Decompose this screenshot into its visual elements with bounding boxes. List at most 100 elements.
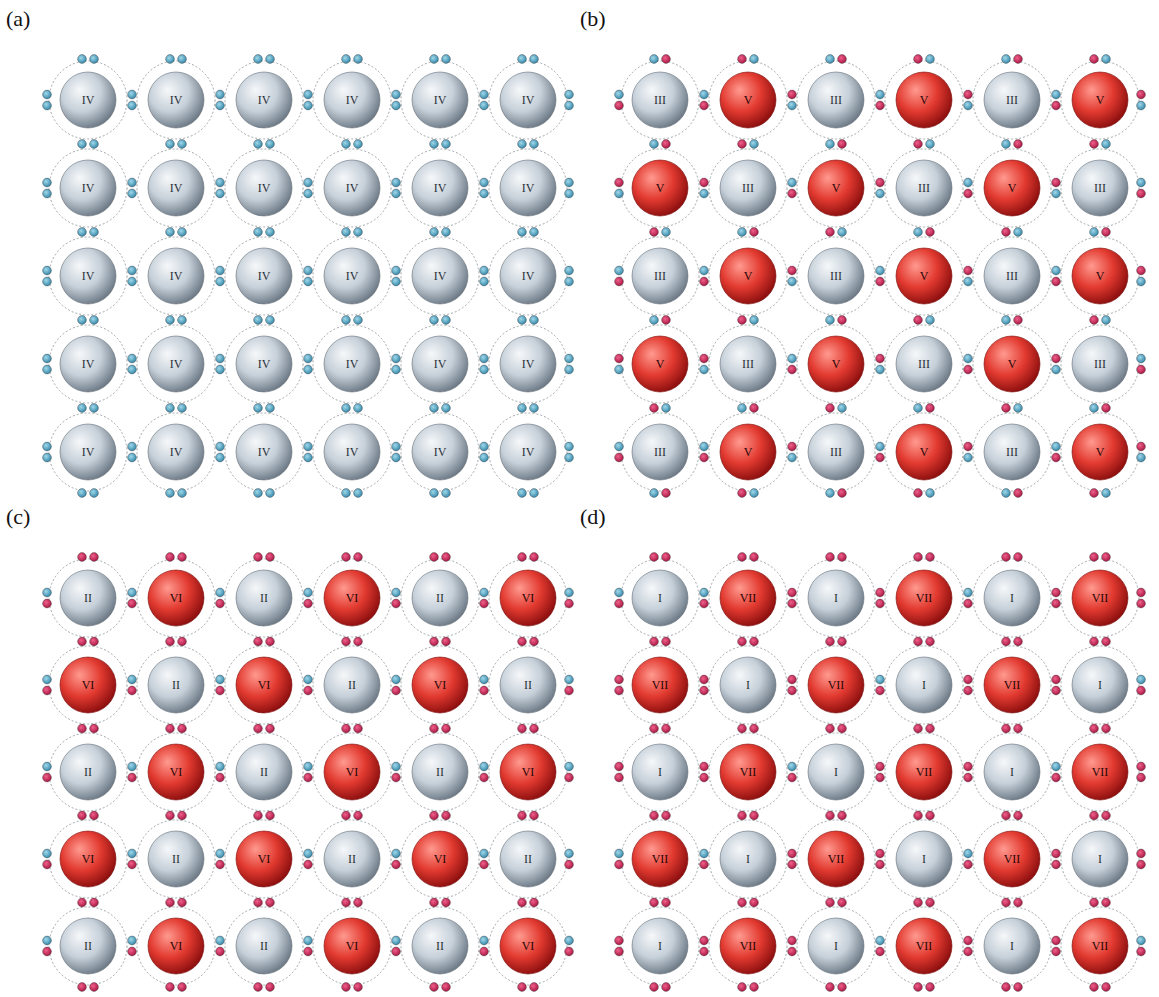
atom-circle: III bbox=[631, 71, 689, 129]
electron-dot bbox=[1052, 686, 1061, 695]
electron-dot bbox=[342, 316, 351, 325]
electron-dot bbox=[662, 637, 671, 646]
electron-dot bbox=[565, 599, 574, 608]
orbit-ring bbox=[313, 61, 391, 139]
group-numeral: IV bbox=[346, 358, 359, 370]
group-numeral: II bbox=[172, 679, 180, 691]
electron-dot bbox=[90, 140, 99, 149]
atom-circle: II bbox=[411, 569, 469, 627]
group-numeral: II bbox=[260, 940, 268, 952]
atom-ball bbox=[896, 72, 952, 128]
group-numeral: II bbox=[436, 940, 444, 952]
electron-dot bbox=[354, 55, 363, 64]
electron-dot bbox=[518, 55, 527, 64]
electron-dot bbox=[662, 724, 671, 733]
atom-circle: IV bbox=[323, 335, 381, 393]
atom-ball bbox=[148, 570, 204, 626]
electron-dot bbox=[90, 55, 99, 64]
group-numeral: VII bbox=[652, 853, 669, 865]
electron-dot bbox=[480, 266, 489, 275]
atom-circle: IV bbox=[323, 423, 381, 481]
electron-dot bbox=[926, 489, 935, 498]
electron-dot bbox=[565, 686, 574, 695]
group-numeral: III bbox=[830, 94, 842, 106]
electron-dot bbox=[662, 553, 671, 562]
electron-dot bbox=[914, 489, 923, 498]
orbit-ring bbox=[137, 325, 215, 403]
atom-ball bbox=[60, 831, 116, 887]
electron-dot bbox=[304, 365, 313, 374]
electron-dot bbox=[90, 637, 99, 646]
orbit-ring bbox=[621, 907, 699, 985]
atom-circle: IV bbox=[499, 159, 557, 217]
orbit-ring bbox=[621, 61, 699, 139]
orbit-ring bbox=[489, 237, 567, 315]
electron-dot bbox=[565, 453, 574, 462]
atom-ball bbox=[60, 918, 116, 974]
electron-dot bbox=[254, 811, 263, 820]
electron-dot bbox=[518, 489, 527, 498]
electron-dot bbox=[354, 404, 363, 413]
electron-dot bbox=[1002, 724, 1011, 733]
electron-dot bbox=[128, 266, 137, 275]
electron-dot bbox=[342, 228, 351, 237]
group-numeral: II bbox=[260, 766, 268, 778]
orbit-ring bbox=[137, 907, 215, 985]
electron-dot bbox=[1137, 588, 1146, 597]
electron-dot bbox=[392, 277, 401, 286]
electron-dot bbox=[838, 983, 847, 992]
group-numeral: V bbox=[1096, 94, 1105, 106]
electron-dot bbox=[788, 354, 797, 363]
electron-dot bbox=[430, 724, 439, 733]
atom-ball bbox=[324, 744, 380, 800]
group-numeral: I bbox=[922, 853, 926, 865]
electron-dot bbox=[700, 90, 709, 99]
electron-dot bbox=[480, 773, 489, 782]
electron-dot bbox=[838, 553, 847, 562]
orbit-ring bbox=[137, 61, 215, 139]
electron-dot bbox=[838, 489, 847, 498]
atom-ball bbox=[720, 657, 776, 713]
electron-dot bbox=[166, 983, 175, 992]
electron-dot bbox=[1014, 637, 1023, 646]
electron-dot bbox=[480, 101, 489, 110]
orbit-ring bbox=[313, 559, 391, 637]
group-numeral: I bbox=[658, 940, 662, 952]
electron-dot bbox=[662, 811, 671, 820]
electron-dot bbox=[565, 947, 574, 956]
atom-ball bbox=[808, 918, 864, 974]
electron-dot bbox=[354, 228, 363, 237]
electron-dot bbox=[128, 599, 137, 608]
atom-ball bbox=[236, 248, 292, 304]
atom-circle: III bbox=[983, 423, 1041, 481]
electron-dot bbox=[354, 898, 363, 907]
atom-circle: II bbox=[59, 743, 117, 801]
electron-dot bbox=[43, 101, 52, 110]
atom-circle: V bbox=[1071, 423, 1129, 481]
atom-ball bbox=[500, 72, 556, 128]
electron-dot bbox=[926, 140, 935, 149]
electron-dot bbox=[826, 637, 835, 646]
electron-dot bbox=[788, 90, 797, 99]
electron-dot bbox=[650, 724, 659, 733]
electron-dot bbox=[392, 354, 401, 363]
electron-dot bbox=[1052, 90, 1061, 99]
orbit-ring bbox=[885, 559, 963, 637]
group-numeral: III bbox=[1006, 446, 1018, 458]
group-numeral: IV bbox=[258, 446, 271, 458]
electron-dot bbox=[1102, 404, 1111, 413]
orbit-ring bbox=[709, 325, 787, 403]
electron-dot bbox=[1102, 983, 1111, 992]
electron-dot bbox=[788, 675, 797, 684]
electron-dot bbox=[650, 637, 659, 646]
electron-dot bbox=[304, 442, 313, 451]
electron-dot bbox=[615, 599, 624, 608]
electron-dot bbox=[128, 101, 137, 110]
electron-dot bbox=[650, 55, 659, 64]
atom-ball bbox=[236, 918, 292, 974]
atom-ball bbox=[148, 744, 204, 800]
atom-ball bbox=[412, 918, 468, 974]
group-numeral: I bbox=[746, 679, 750, 691]
electron-dot bbox=[700, 936, 709, 945]
group-numeral: VII bbox=[828, 853, 845, 865]
